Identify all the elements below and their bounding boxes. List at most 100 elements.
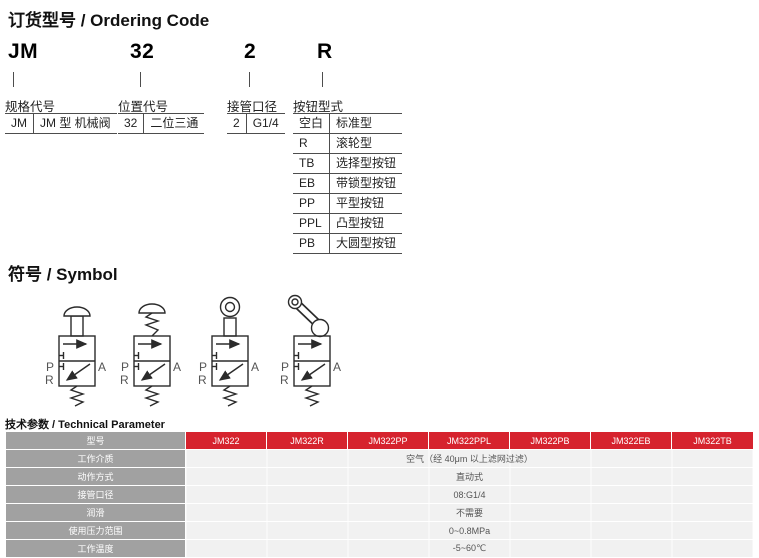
- connector-line: [249, 72, 250, 87]
- spring-icon: [221, 385, 239, 407]
- valve-symbol-roller: P R A: [198, 296, 259, 407]
- cell-desc: 凸型按钮: [329, 213, 403, 234]
- cell-code: PPL: [293, 213, 330, 234]
- cell-code: PP: [293, 193, 330, 214]
- param-value-cell: 直动式: [185, 467, 754, 486]
- spring-icon: [143, 385, 161, 407]
- param-value-cell: 不需要: [185, 503, 754, 522]
- ordering-code-title: 订货型号 / Ordering Code: [8, 11, 210, 30]
- valve-symbol-roller-lever: P R A: [280, 294, 341, 407]
- param-label-cell: 工作介质: [5, 449, 186, 468]
- roller-lever-icon: [287, 294, 330, 338]
- valve-body-icon: [211, 335, 249, 407]
- cell-desc: 大圆型按钮: [329, 233, 403, 254]
- symbol-title: 符号 / Symbol: [8, 265, 118, 284]
- table-header-row: 型号 JM322 JM322R JM322PP JM322PPL JM322PB…: [5, 431, 754, 450]
- port-p-label: P: [46, 360, 54, 374]
- cell-code: 空白: [293, 113, 330, 134]
- table-row: 32 二位三通: [118, 113, 205, 134]
- port-a-label: A: [173, 360, 181, 374]
- table-row: 动作方式 直动式: [5, 467, 754, 486]
- model-cell: JM322PPL: [428, 431, 510, 450]
- table-row: 工作介质 空气（经 40μm 以上滤网过滤）: [5, 449, 754, 468]
- port-r-label: R: [120, 373, 129, 387]
- model-cell: JM322PB: [509, 431, 591, 450]
- cell-desc: 滚轮型: [329, 133, 403, 154]
- table-row: 润滑 不需要: [5, 503, 754, 522]
- code-part-r: R: [317, 40, 333, 63]
- param-label-cell: 工作温度: [5, 539, 186, 558]
- spec-code-label: 规格代号: [5, 100, 56, 114]
- cell-desc: JM 型 机械阀: [32, 113, 117, 134]
- param-label-cell: 使用压力范围: [5, 521, 186, 540]
- param-value-cell: 0~0.8MPa: [185, 521, 754, 540]
- port-p-label: P: [281, 360, 289, 374]
- table-row: JM JM 型 机械阀: [5, 113, 117, 134]
- model-cell: JM322TB: [671, 431, 754, 450]
- technical-parameter-title: 技术参数 / Technical Parameter: [5, 419, 165, 431]
- cell-desc: G1/4: [245, 113, 285, 134]
- port-r-label: R: [198, 373, 207, 387]
- port-r-label: R: [45, 373, 54, 387]
- cell-desc: 选择型按钮: [329, 153, 403, 174]
- code-part-jm: JM: [8, 40, 39, 63]
- model-cell: JM322: [185, 431, 267, 450]
- valve-body-icon: [293, 335, 331, 407]
- cell-desc: 二位三通: [143, 113, 205, 134]
- param-value-cell: 空气（经 40μm 以上滤网过滤）: [185, 449, 754, 468]
- port-p-label: P: [199, 360, 207, 374]
- param-value-cell: -5~60℃: [185, 539, 754, 558]
- valve-symbol-push-button-spring: P R A: [120, 303, 181, 407]
- connector-line: [13, 72, 14, 87]
- model-header-cell: 型号: [5, 431, 186, 450]
- table-row: 2 G1/4: [227, 113, 285, 134]
- cell-code: TB: [293, 153, 330, 174]
- cell-code: EB: [293, 173, 330, 194]
- param-label-cell: 润滑: [5, 503, 186, 522]
- cell-code: PB: [293, 233, 330, 254]
- cell-desc: 标准型: [329, 113, 403, 134]
- port-p-label: P: [121, 360, 129, 374]
- model-cell: JM322R: [266, 431, 348, 450]
- cell-code: 32: [118, 113, 144, 134]
- cell-code: JM: [5, 113, 34, 134]
- roller-icon: [219, 296, 241, 337]
- cell-desc: 带锁型按钮: [329, 173, 403, 194]
- valve-body-icon: [133, 335, 171, 407]
- valve-symbol-push-button: P R A: [45, 306, 106, 407]
- param-label-cell: 接管口径: [5, 485, 186, 504]
- position-code-table: 32 二位三通: [118, 113, 205, 134]
- technical-parameter-table: 型号 JM322 JM322R JM322PP JM322PPL JM322PB…: [5, 431, 754, 558]
- spec-code-table: JM JM 型 机械阀: [5, 113, 117, 134]
- port-size-table: 2 G1/4: [227, 113, 285, 134]
- spring-icon: [303, 385, 321, 407]
- port-a-label: A: [333, 360, 341, 374]
- connector-line: [322, 72, 323, 87]
- model-cell: JM322EB: [590, 431, 672, 450]
- param-label-cell: 动作方式: [5, 467, 186, 486]
- port-r-label: R: [280, 373, 289, 387]
- port-a-label: A: [98, 360, 106, 374]
- table-row: 工作温度 -5~60℃: [5, 539, 754, 558]
- table-row: 使用压力范围 0~0.8MPa: [5, 521, 754, 540]
- mushroom-spring-button-icon: [138, 303, 166, 337]
- code-part-2: 2: [244, 40, 257, 63]
- cell-code: 2: [227, 113, 247, 134]
- param-value-cell: 08:G1/4: [185, 485, 754, 504]
- port-size-label: 接管口径: [227, 100, 278, 114]
- cell-desc: 平型按钮: [329, 193, 403, 214]
- position-code-label: 位置代号: [118, 100, 169, 114]
- spring-icon: [68, 385, 86, 407]
- valve-body-icon: [58, 335, 96, 407]
- table-row: 接管口径 08:G1/4: [5, 485, 754, 504]
- model-cell: JM322PP: [347, 431, 429, 450]
- code-part-32: 32: [130, 40, 155, 63]
- connector-line: [140, 72, 141, 87]
